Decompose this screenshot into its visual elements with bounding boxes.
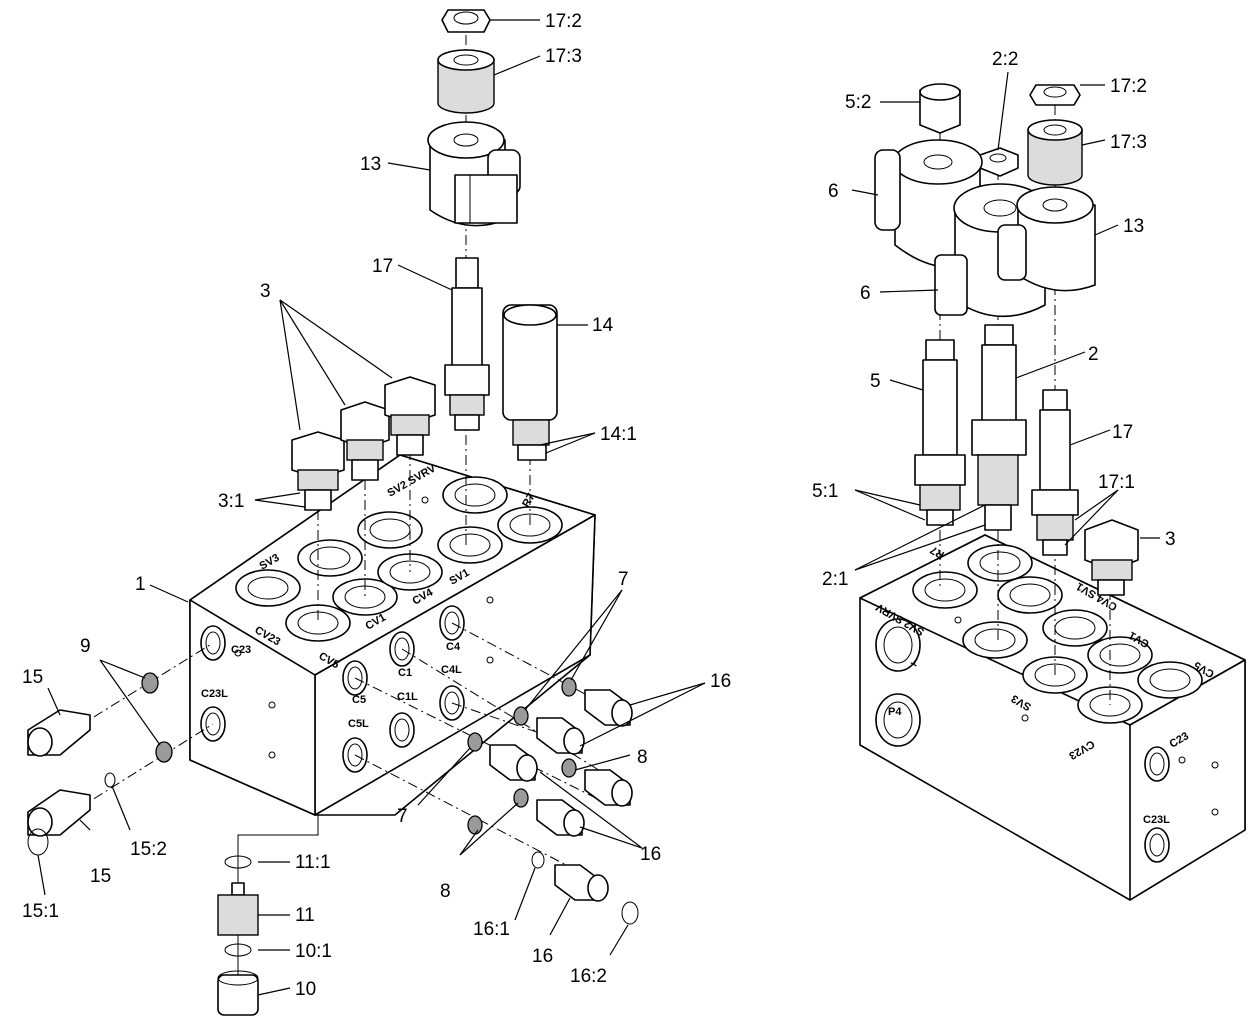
callout-15-1: 15:1: [22, 901, 59, 922]
callout-10: 10: [295, 979, 316, 1000]
callout-17-left: 17: [372, 256, 393, 277]
callout-16-lower: 16: [532, 946, 553, 967]
callout-2-1: 2:1: [822, 569, 848, 590]
callout-9: 9: [80, 636, 91, 657]
callout-17-2-right: 17:2: [1110, 76, 1147, 97]
nut-17-2-left: [441, 9, 491, 33]
port-label-c5: C5: [352, 694, 366, 706]
callout-17-right: 17: [1112, 422, 1133, 443]
solenoid-coil-13-right: [997, 186, 1096, 292]
nut-5-2: [919, 83, 961, 134]
callout-16-middle: 16: [640, 844, 661, 865]
callout-8-lower: 8: [440, 881, 451, 902]
callout-16-2: 16:2: [570, 966, 607, 987]
callout-6-upper: 6: [828, 181, 839, 202]
nut-17-2-right: [1029, 84, 1081, 106]
callout-13-left: 13: [360, 154, 381, 175]
callout-15-upper: 15: [22, 667, 43, 688]
callout-5: 5: [870, 371, 881, 392]
plugs-7-8: [467, 677, 577, 835]
port-label-c1: C1: [398, 667, 412, 679]
cartridge-2: [971, 324, 1027, 531]
callout-8-upper: 8: [637, 747, 648, 768]
callout-3-1: 3:1: [218, 491, 244, 512]
callout-5-2: 5:2: [845, 92, 871, 113]
plugs-9: [141, 672, 173, 763]
port-label-c4: C4: [446, 641, 461, 653]
callout-16-1: 16:1: [473, 919, 510, 940]
spacer-17-3-left: [437, 49, 495, 114]
callout-16-upper: 16: [710, 671, 731, 692]
callout-6-lower: 6: [860, 283, 871, 304]
callout-17-1: 17:1: [1098, 472, 1135, 493]
port-label-c4l: C4L: [441, 664, 462, 676]
cartridge-17-left: [444, 257, 490, 431]
callout-15-2: 15:2: [130, 839, 167, 860]
callout-13-right: 13: [1123, 216, 1144, 237]
solenoid-coil-13-left: [427, 121, 521, 227]
port-label-p4-right: P4: [888, 706, 902, 718]
callout-17-3-left: 17:3: [545, 46, 582, 67]
callout-2: 2: [1088, 344, 1099, 365]
callout-5-1: 5:1: [812, 481, 838, 502]
callout-15-lower: 15: [90, 866, 111, 887]
check-valve-3-right: [1084, 519, 1139, 596]
callout-10-1: 10:1: [295, 941, 332, 962]
spacer-17-3-right: [1027, 119, 1083, 186]
callout-14-1: 14:1: [600, 424, 637, 445]
port-label-c23: C23: [231, 644, 251, 656]
callout-11: 11: [295, 905, 315, 926]
nut-2-2: [979, 147, 1019, 177]
callout-2-2: 2:2: [992, 49, 1018, 70]
cartridge-5: [914, 339, 966, 526]
callout-3-right: 3: [1165, 529, 1176, 550]
port-label-c1l: C1L: [397, 691, 418, 703]
leaders-right: [851, 71, 1160, 571]
relief-valve-14: [502, 304, 558, 461]
cartridge-17-right: [1031, 389, 1079, 556]
fittings-10-11: [217, 855, 259, 1016]
fittings-16: [489, 689, 639, 925]
callout-1: 1: [135, 574, 146, 595]
callout-17-3-right: 17:3: [1110, 132, 1147, 153]
callout-7-lower: 7: [397, 806, 408, 827]
port-label-c23l-right: C23L: [1143, 814, 1170, 826]
port-label-c5l: C5L: [348, 718, 369, 730]
callout-7-upper: 7: [618, 569, 629, 590]
fittings-15: [27, 709, 116, 856]
leaders-left: [37, 19, 706, 996]
callout-3-left: 3: [260, 281, 271, 302]
callout-labels: 17:2 17:3 13 17 14 14:1 3 3:1 1 9 15 15 …: [22, 11, 1176, 1000]
callout-11-1: 11:1: [295, 852, 331, 873]
block-top-ports: [235, 476, 563, 642]
port-label-c23l: C23L: [201, 688, 228, 700]
block-right-ports: [875, 544, 1219, 863]
callout-17-2-left: 17:2: [545, 11, 582, 32]
check-valves-3: [291, 376, 436, 511]
callout-14: 14: [592, 315, 614, 336]
